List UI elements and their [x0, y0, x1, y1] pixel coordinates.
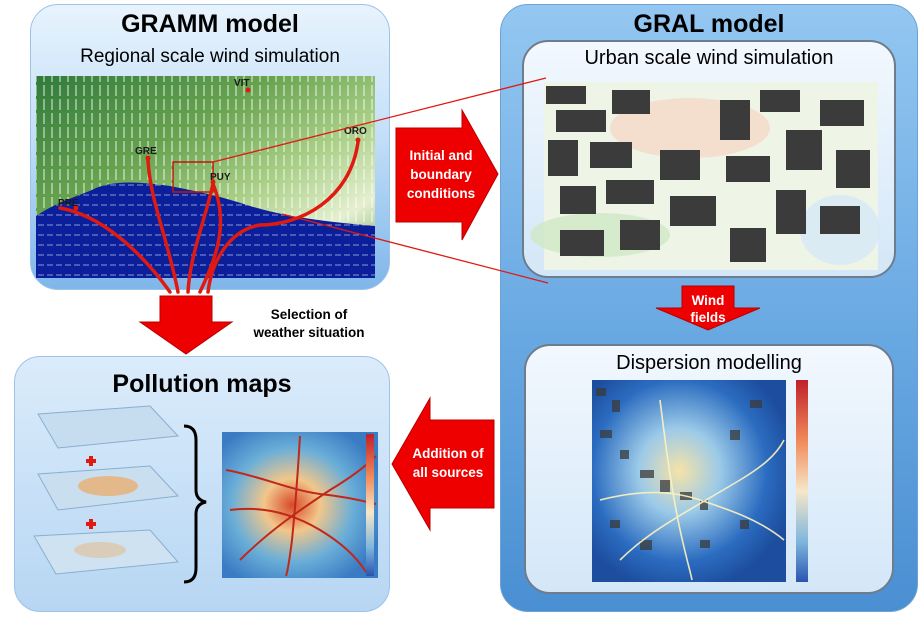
gral-title: GRAL model	[633, 10, 785, 38]
site-label-oro: ORO	[344, 126, 367, 137]
site-label-gre: GRE	[135, 146, 157, 157]
dispersion-title: Dispersion modelling	[616, 352, 802, 374]
site-label-puy: PUY	[210, 172, 231, 183]
dispersion-colorbar	[796, 380, 808, 582]
summation-bracket	[183, 424, 207, 584]
pollution-layer-stack	[33, 405, 207, 584]
wind-fields-arrow	[655, 285, 761, 331]
site-marker-vit	[245, 87, 251, 93]
dispersion-map	[592, 380, 808, 582]
urban-wind-map	[530, 82, 880, 270]
zoom-connector-lines	[212, 77, 549, 284]
addition-label: Addition of all sources	[412, 446, 484, 480]
urban-wind-title: Urban scale wind simulation	[584, 47, 834, 69]
gramm-title: GRAMM model	[121, 10, 299, 38]
arrow-shapes	[138, 108, 761, 532]
initial-conditions-label: Initial and boundary conditions	[406, 148, 476, 201]
weather-selection-flows	[58, 140, 360, 294]
selection-label: Selection of weather situation	[253, 307, 365, 340]
initial-conditions-arrow	[395, 108, 499, 241]
site-label-pre: PRE	[58, 198, 79, 209]
addition-arrow	[391, 396, 495, 532]
site-label-vit: VIT	[234, 78, 250, 89]
pollution-title: Pollution maps	[112, 370, 292, 398]
regional-wind-map	[36, 76, 375, 278]
pollution-sum-map	[222, 432, 378, 578]
site-marker-pre	[73, 205, 79, 211]
wind-fields-label: Wind fields	[690, 293, 726, 325]
gramm-subtitle: Regional scale wind simulation	[80, 46, 340, 67]
selection-arrow	[138, 295, 234, 355]
